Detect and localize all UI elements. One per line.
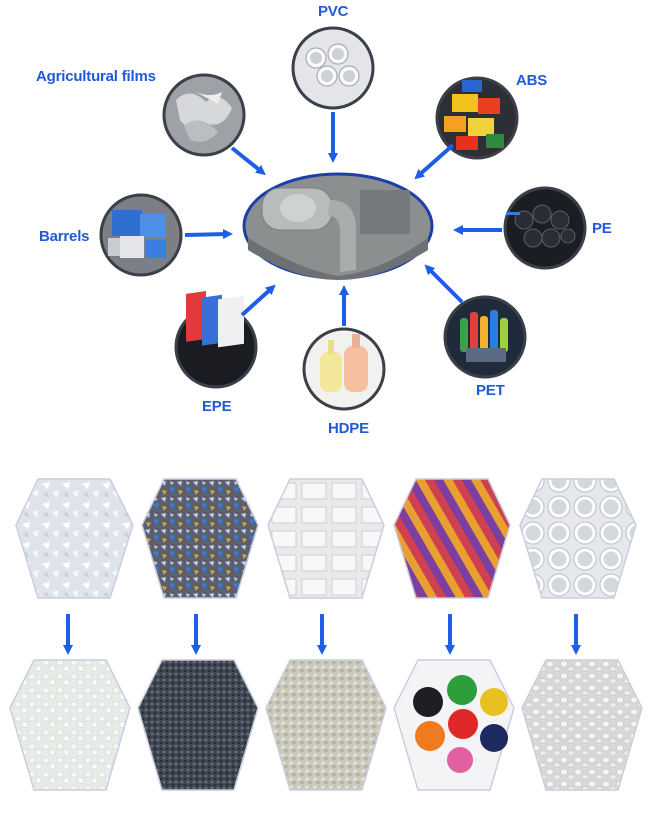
white-disc-granules-image — [521, 659, 643, 791]
pvc-image — [291, 26, 375, 110]
label-agricultural-films: Agricultural films — [36, 68, 156, 85]
label-hdpe: HDPE — [328, 420, 369, 437]
abs-image — [435, 76, 519, 160]
pe-image — [503, 186, 587, 270]
barrels-image — [99, 193, 183, 277]
arrow-icon — [414, 143, 455, 180]
arrow-icon — [424, 264, 464, 304]
epe-image — [174, 291, 258, 389]
label-abs: ABS — [516, 72, 548, 89]
grey-granules-image — [265, 659, 387, 791]
mixed-flakes-image — [141, 478, 259, 599]
arrow-icon — [184, 229, 233, 240]
hdpe-image — [302, 327, 386, 411]
pet-image — [443, 295, 527, 379]
label-barrels: Barrels — [39, 228, 90, 245]
label-epe: EPE — [202, 398, 232, 415]
label-pe: PE — [592, 220, 612, 237]
foam-boxes-image — [267, 478, 385, 599]
pellets-row — [9, 659, 643, 791]
central-recycling-machine — [242, 172, 434, 280]
source-arrows — [184, 112, 502, 326]
white-film-flakes-image — [15, 478, 134, 599]
process-arrows — [63, 614, 581, 655]
white-pipes-image — [519, 478, 637, 599]
nonwoven-fabric-image — [393, 478, 511, 599]
arrow-icon — [240, 284, 276, 317]
arrow-icon — [230, 146, 266, 176]
label-pvc: PVC — [318, 3, 349, 20]
agricultural-films-image — [162, 73, 246, 157]
white-granules-image — [9, 659, 131, 791]
label-pet: PET — [476, 382, 505, 399]
raw-scrap-row — [15, 478, 637, 599]
color-piles — [413, 675, 508, 773]
dark-granules-image — [137, 659, 259, 791]
